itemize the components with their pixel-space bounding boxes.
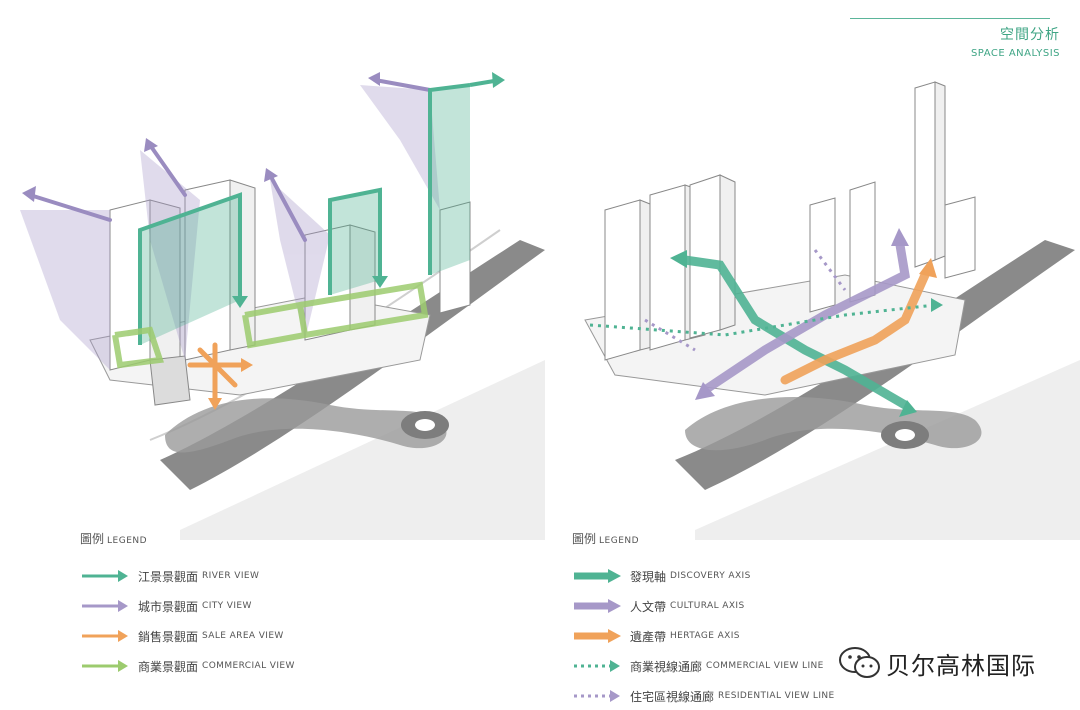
dotted-arrow-icon [574,660,620,672]
water-area [695,360,1080,540]
axis-analysis-diagram [545,60,1080,540]
thick-arrow-icon [574,629,621,643]
heritage-axis [780,270,930,385]
commercial-view-bands [112,281,429,369]
dotted-arrow-icon [574,690,620,702]
thin-arrow-icon [82,570,128,582]
tower-group [109,179,471,406]
loop-road [165,398,447,453]
residential-view-line [644,249,847,352]
watermark-text: 贝尔高林国际 [886,651,1036,680]
water-area [180,360,545,540]
discovery-axis [680,255,910,410]
watermark: 贝尔高林国际 [838,645,1036,681]
thin-arrow-icon [82,660,128,672]
city-view-arrows [28,78,432,242]
city-view-fans [20,85,440,370]
tower-group [604,81,976,361]
loop-road [685,397,982,451]
river-view-frames [140,85,470,345]
thick-arrow-icon [574,599,621,613]
thin-arrow-icon [82,600,128,612]
thin-arrow-icon [82,630,128,642]
thick-arrow-icon [574,569,621,583]
page-title: 空間分析 [1000,27,1060,43]
wechat-icon [839,647,880,678]
header-rule [850,18,1050,19]
cultural-axis [700,240,910,395]
page-subtitle: SPACE ANALYSIS [970,48,1060,59]
sale-view-arrows [187,342,248,403]
view-analysis-diagram [0,60,545,540]
